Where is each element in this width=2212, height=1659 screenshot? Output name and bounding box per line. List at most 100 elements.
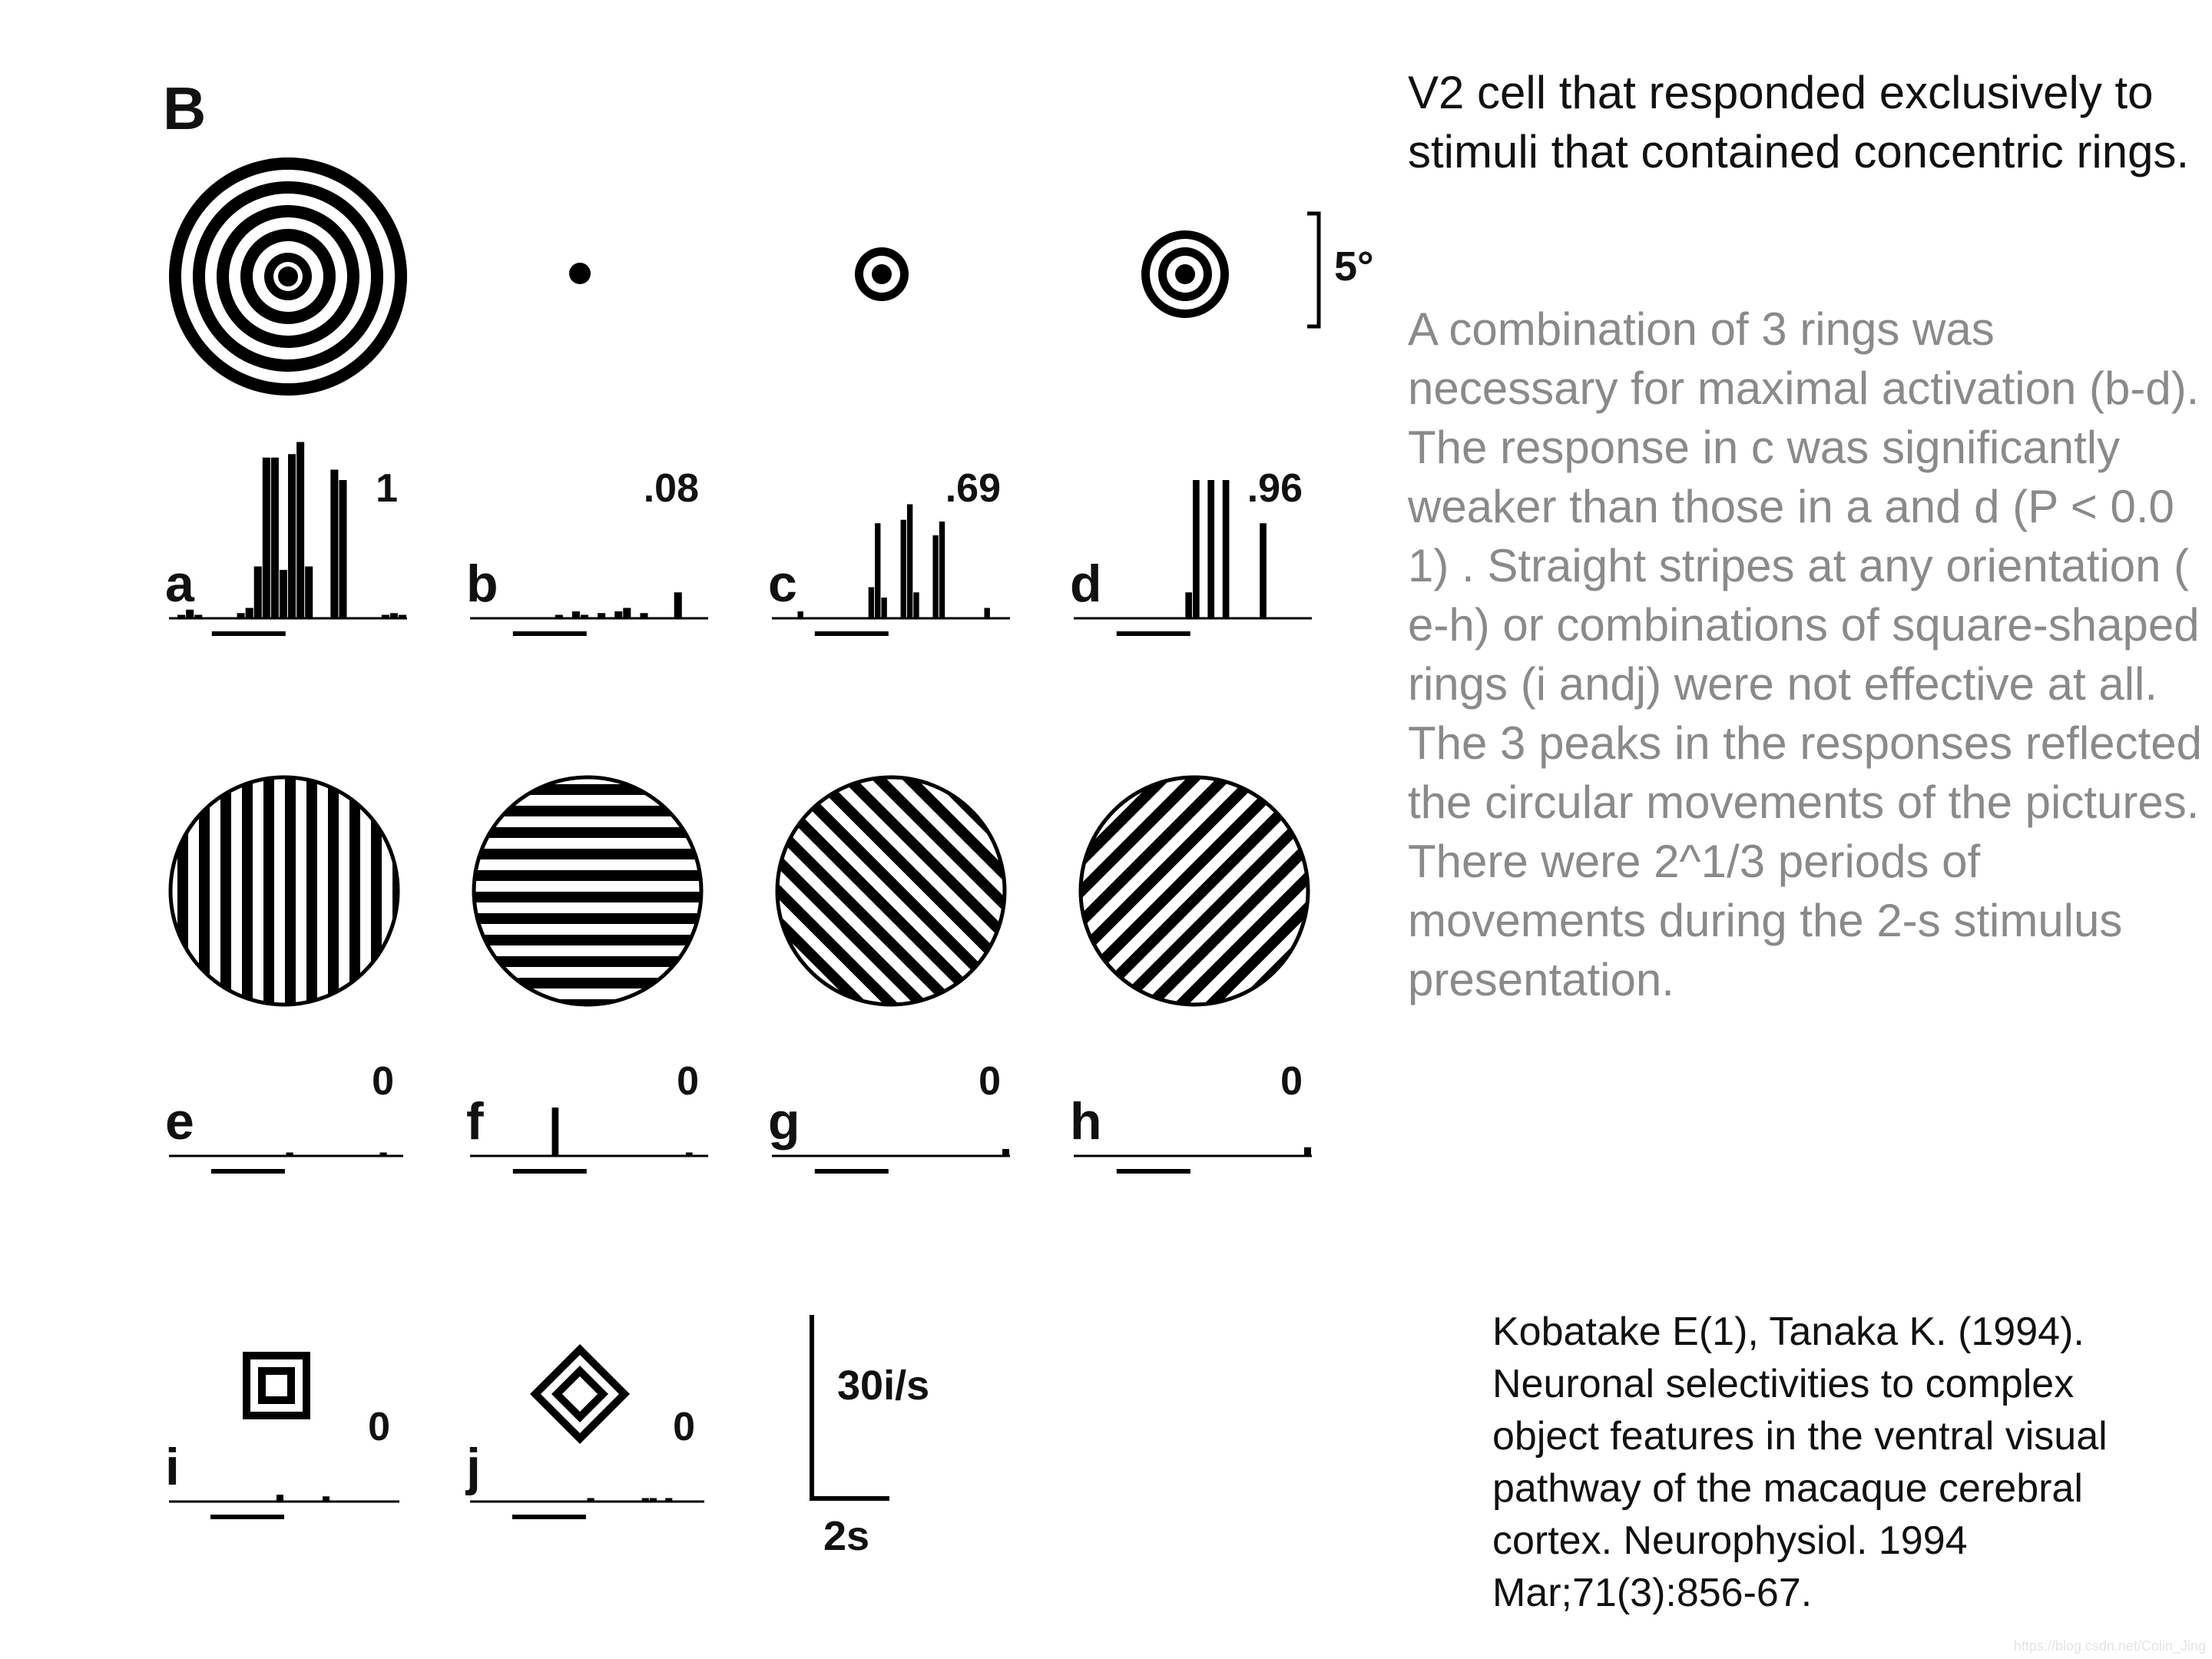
histogram-bar	[555, 614, 563, 618]
stimulus-dot-b	[569, 263, 591, 284]
histogram-bar	[913, 592, 919, 618]
stimulus-vertical-stripes-e	[168, 775, 400, 1007]
histogram-bar	[551, 1108, 559, 1156]
histogram-bar	[237, 613, 245, 618]
histogram-bar	[398, 614, 406, 618]
histogram-bar	[270, 457, 279, 618]
histogram-bar	[939, 522, 945, 618]
histogram-i: i0	[165, 1405, 399, 1519]
watermark: https://blog.csdn.net/Colin_Jing	[2013, 1638, 2206, 1654]
panel-label: B	[163, 75, 206, 142]
figure-panel-b: B 5°	[163, 75, 1374, 1559]
histogram-bar	[797, 611, 803, 618]
histogram-bar	[587, 1498, 594, 1502]
stimulus-square-rings-i	[243, 1352, 310, 1419]
figure-heading: V2 cell that responded exclusively to st…	[1408, 67, 2190, 177]
histogram-bar	[296, 442, 305, 618]
histogram-bar	[1304, 1147, 1311, 1156]
histogram-bar	[900, 519, 906, 618]
histogram-bar	[881, 598, 887, 618]
histogram-response-value: 0	[677, 1059, 699, 1104]
histogram-b: b .08	[466, 466, 708, 636]
histogram-bar	[288, 454, 296, 618]
stimulus-single-ring-c	[855, 247, 909, 301]
histogram-response-value: 0	[1280, 1059, 1303, 1104]
stimulus-diagonal-stripes-g	[775, 775, 1007, 1007]
size-scale-bar: 5°	[1307, 211, 1374, 329]
histogram-letter: c	[768, 555, 797, 613]
histogram-bar	[276, 1495, 283, 1502]
histogram-e: e0	[165, 1059, 403, 1174]
histogram-response-value: 0	[368, 1405, 390, 1449]
histogram-bar	[194, 614, 203, 618]
response-scale-bars: 30i/s 2s	[810, 1315, 929, 1559]
histogram-bar	[381, 614, 389, 618]
stimulus-double-ring-d	[1141, 230, 1229, 318]
histogram-letter: g	[768, 1092, 800, 1151]
histogram-c: c .69	[768, 466, 1010, 636]
histogram-bar	[932, 535, 939, 618]
histogram-bar	[1193, 480, 1200, 618]
histogram-bar	[1260, 523, 1267, 618]
histogram-bar	[279, 570, 287, 618]
histogram-bar	[580, 614, 588, 618]
histogram-bar	[875, 523, 881, 618]
histogram-bar	[1222, 480, 1230, 618]
citation: Kobatake E(1), Tanaka K. (1994). Neurona…	[1492, 1310, 2108, 1615]
histogram-bar	[389, 613, 398, 618]
histogram-response-value: 0	[673, 1405, 695, 1449]
histogram-j: j0	[465, 1405, 704, 1519]
histogram-letter: i	[165, 1438, 180, 1496]
histogram-bar	[262, 457, 270, 618]
histogram-bar	[330, 469, 339, 618]
histogram-bar	[868, 587, 875, 618]
stimulus-concentric-rings-a	[169, 157, 407, 396]
histogram-bar	[177, 614, 186, 618]
histogram-bar	[1185, 592, 1192, 618]
histogram-letter: h	[1070, 1092, 1102, 1151]
histogram-bar	[571, 611, 580, 618]
histogram-bar	[186, 609, 194, 618]
size-scale-label: 5°	[1334, 243, 1374, 290]
histogram-bar	[323, 1496, 329, 1502]
histogram-bar	[245, 608, 253, 618]
histogram-response-value: 1	[376, 466, 398, 511]
histogram-letter: f	[466, 1092, 484, 1151]
histogram-g: g0	[768, 1059, 1010, 1174]
histogram-response-value: 0	[979, 1059, 1001, 1104]
histogram-f: f0	[466, 1059, 708, 1174]
histogram-bar	[640, 613, 648, 618]
histogram-bar	[906, 504, 913, 618]
histogram-letter: j	[465, 1438, 481, 1496]
stimulus-diamond-rings-j	[530, 1344, 630, 1444]
histogram-letter: d	[1070, 555, 1102, 613]
stimulus-horizontal-stripes-f	[472, 775, 704, 1007]
histogram-bar	[614, 611, 623, 618]
stimulus-diagonal-stripes-h	[1078, 775, 1310, 1007]
histogram-bar	[286, 1152, 293, 1156]
histogram-letter: e	[165, 1092, 194, 1151]
histogram-bar	[1002, 1149, 1009, 1156]
histogram-bar	[623, 608, 631, 618]
histogram-response-value: 0	[372, 1059, 394, 1104]
rate-scale-label: 30i/s	[837, 1363, 929, 1409]
histogram-letter: b	[466, 555, 498, 613]
histogram-bar	[598, 613, 606, 618]
histogram-response-value: .96	[1247, 466, 1303, 511]
histogram-bar	[339, 480, 347, 618]
histogram-response-value: .69	[945, 466, 1001, 511]
histogram-bar	[649, 1498, 657, 1502]
histogram-bar	[305, 566, 313, 618]
histogram-bar	[1207, 480, 1215, 618]
histogram-response-value: .08	[644, 466, 699, 511]
histogram-d: d .96	[1070, 466, 1312, 636]
figure-description: A combination of 3 rings was necessary f…	[1408, 303, 2202, 1005]
histogram-bar	[685, 1152, 693, 1156]
histogram-h: h0	[1070, 1059, 1312, 1174]
histogram-bar	[253, 566, 262, 618]
histogram-bar	[641, 1498, 649, 1502]
histogram-bar	[665, 1498, 673, 1502]
histogram-bar	[984, 608, 990, 618]
histogram-bar	[379, 1152, 387, 1156]
